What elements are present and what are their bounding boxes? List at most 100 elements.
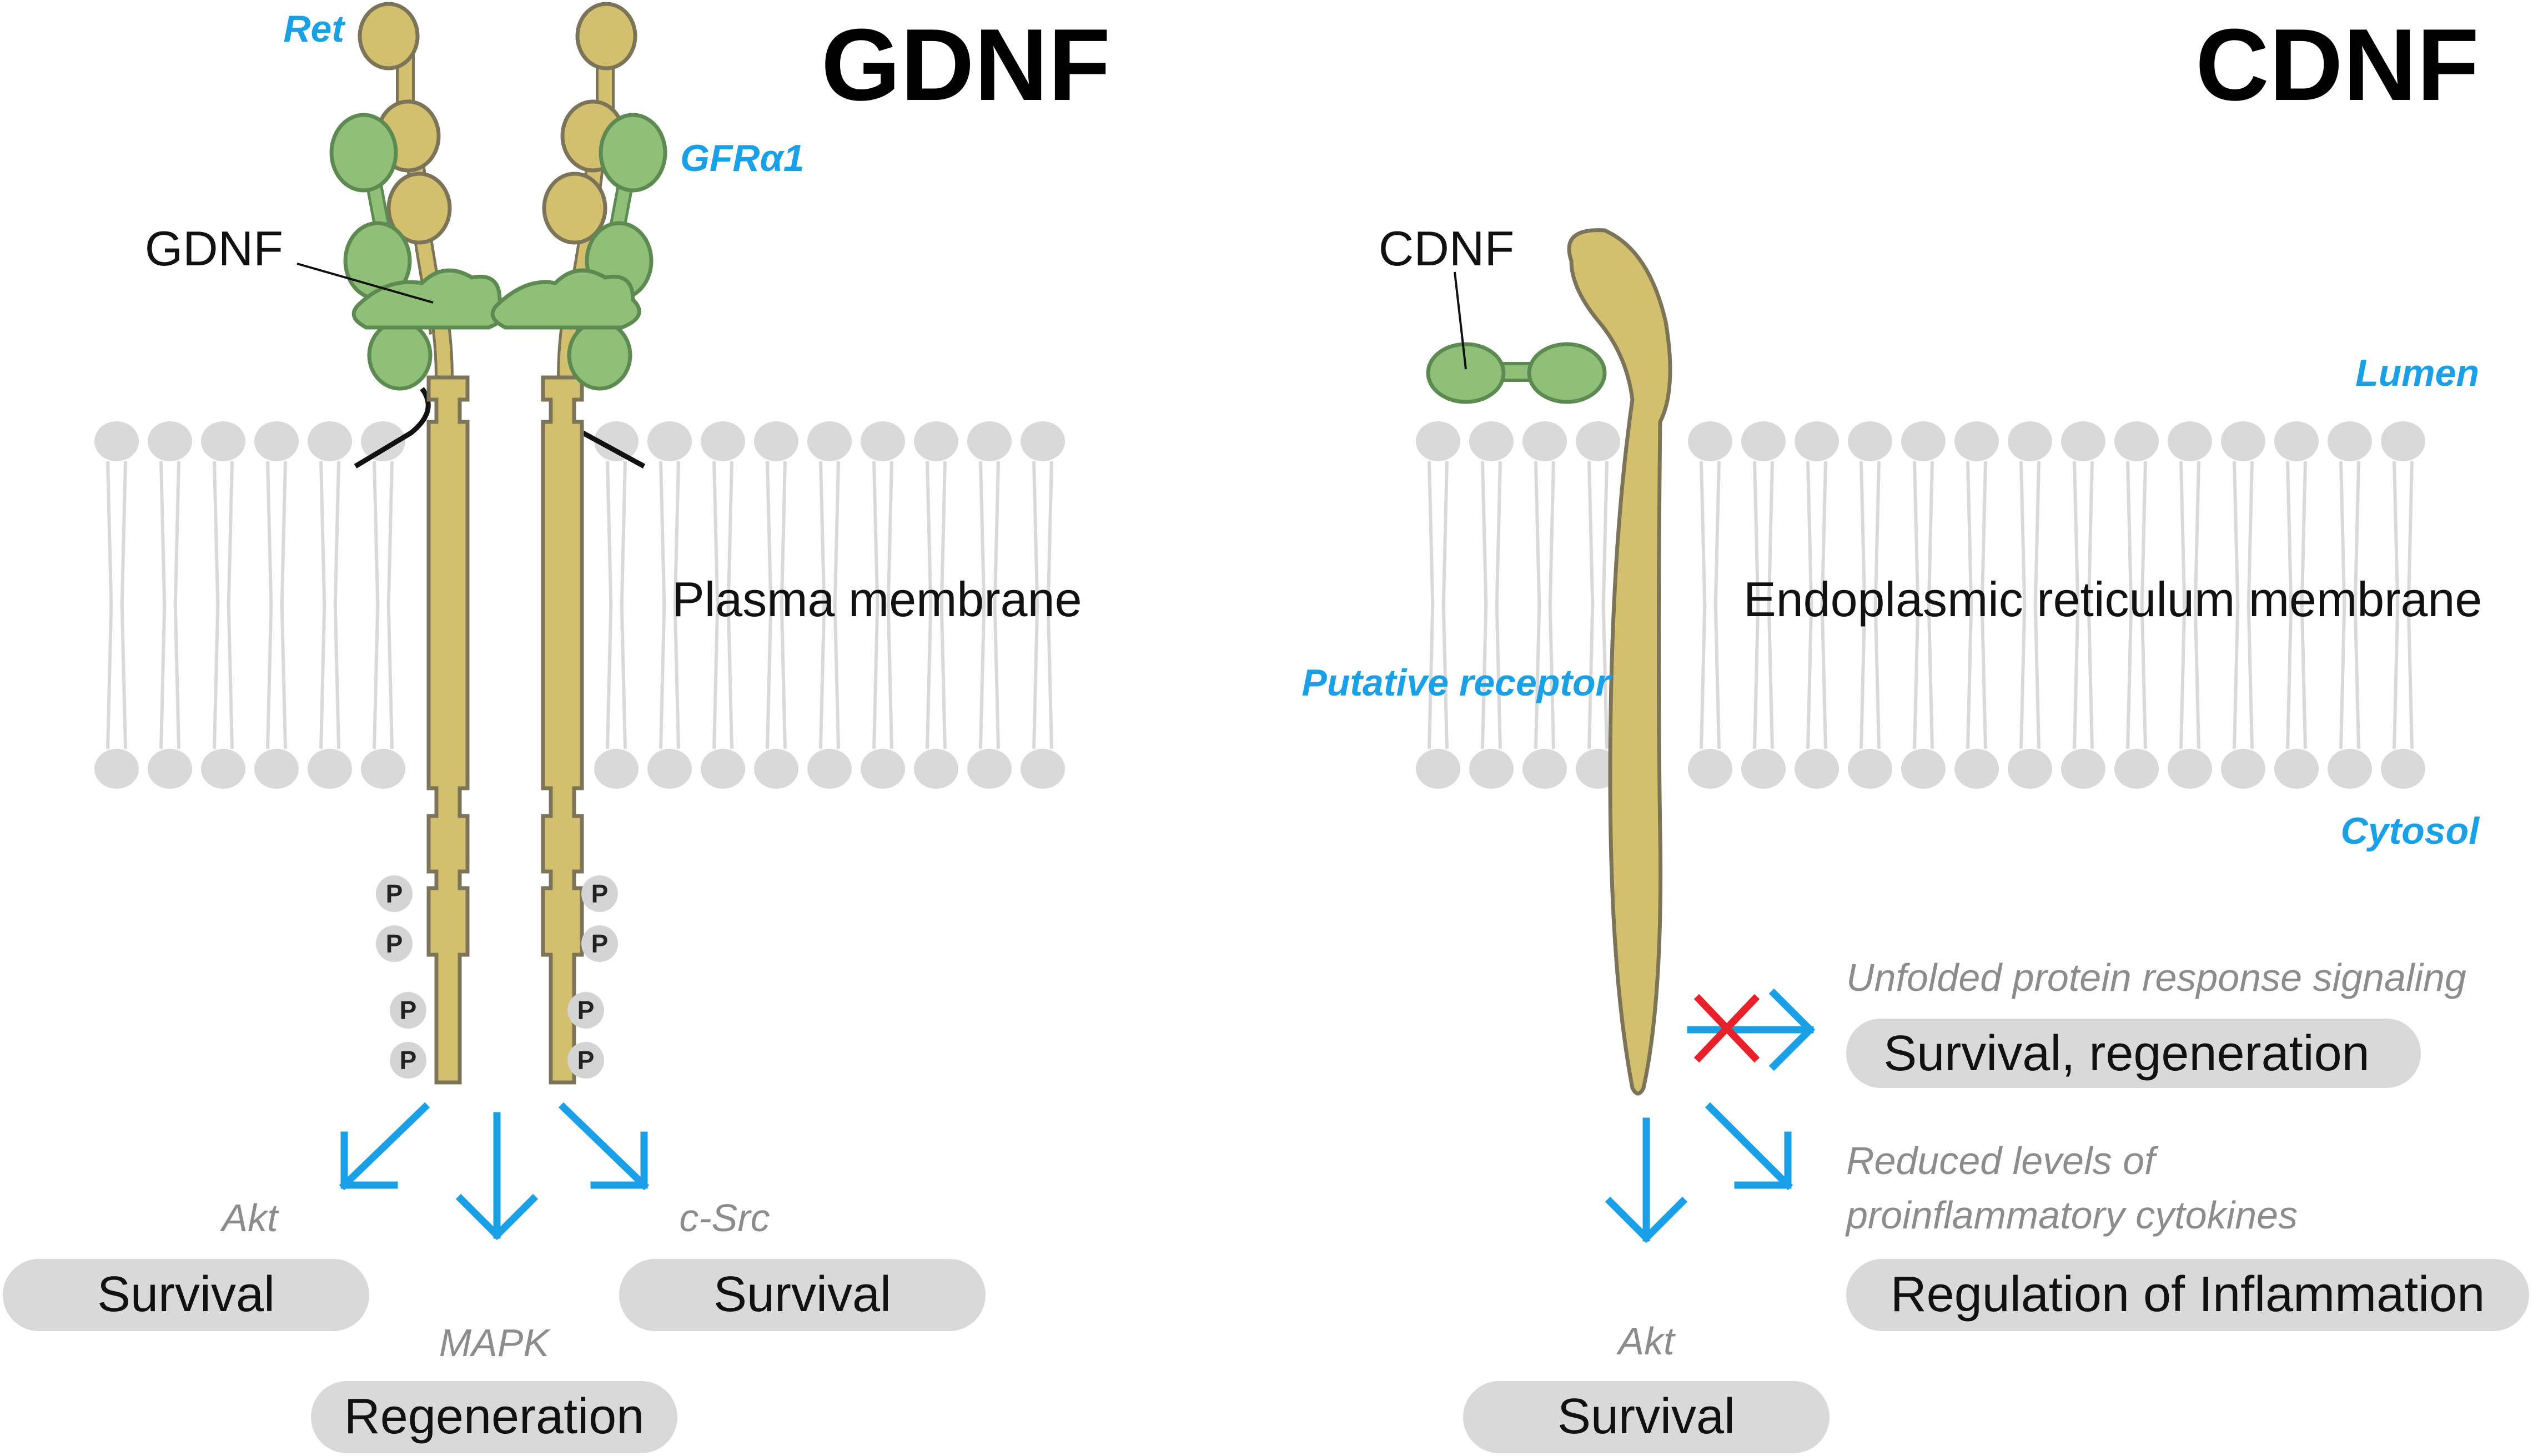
lipid-tail <box>1481 461 1488 608</box>
lipid-tail <box>2193 461 2200 608</box>
lipid-tail <box>780 461 787 608</box>
phosphate-circle <box>390 1042 426 1079</box>
lipid-head <box>701 421 745 461</box>
lipid-head <box>361 749 405 789</box>
lipid-tail <box>2019 461 2027 608</box>
lipid-head <box>94 749 139 789</box>
lipid-tail <box>712 602 720 749</box>
lipid-head <box>1021 749 1065 789</box>
lipid-tail <box>2393 461 2400 608</box>
lipid-head <box>361 421 405 461</box>
survival-regeneration-pill <box>1846 1019 2421 1088</box>
gdnf-panel: P P P P P P P P GDNF Ret GFRα1 GDNF <box>3 2 1110 1453</box>
lipid-head <box>1901 749 1946 789</box>
lipid-tail <box>780 602 787 749</box>
lipid-head <box>967 749 1012 789</box>
lipid-tail <box>280 461 287 608</box>
lipid-tail <box>2406 602 2414 749</box>
lipid-tail <box>1859 461 1867 608</box>
lipid-head <box>2061 749 2105 789</box>
lipid-head <box>1795 749 1839 789</box>
lipid-head <box>2168 749 2212 789</box>
cdnf-title: CDNF <box>2195 7 2479 122</box>
lipid-tail <box>1046 602 1053 749</box>
survival-regeneration-outcome: Survival, regeneration <box>1883 1026 2369 1081</box>
phosphate-label: P <box>386 929 403 958</box>
lipid-head <box>2381 749 2425 789</box>
gfra1-left <box>329 113 433 391</box>
cdnf-pointer-line <box>1454 271 1467 370</box>
lipid-tail <box>1548 602 1555 749</box>
lipid-tail <box>1495 602 1502 749</box>
survival-outcome-left: Survival <box>97 1267 275 1322</box>
lipid-tail <box>872 461 879 608</box>
lipid-tail <box>712 461 720 608</box>
lipid-tail <box>2073 602 2080 749</box>
lipid-head <box>2061 421 2105 461</box>
lipid-tail <box>766 461 773 608</box>
lipid-tail <box>1966 461 1973 608</box>
lipid-head <box>1416 749 1460 789</box>
lipid-tail <box>872 602 879 749</box>
lipid-tail <box>833 602 840 749</box>
lipid-tail <box>993 461 1000 608</box>
lipid-head <box>148 421 192 461</box>
lipid-tail <box>1980 461 1987 608</box>
lipid-tail <box>2140 602 2147 749</box>
lipid-tail <box>1767 461 1774 608</box>
lipid-tail <box>2233 461 2240 608</box>
lipid-head <box>807 749 852 789</box>
lipid-head <box>1469 749 1514 789</box>
lipid-tail <box>2179 461 2187 608</box>
lipid-tail <box>159 602 167 749</box>
lipid-tail <box>2087 602 2094 749</box>
putative-receptor-label: Putative receptor <box>1301 662 1612 704</box>
lipid-head <box>754 421 798 461</box>
lipid-tail <box>1713 602 1721 749</box>
lipid-tail <box>333 602 340 749</box>
upr-arrow <box>1687 988 1816 1071</box>
lipid-tail <box>1495 461 1502 608</box>
lipid-tail <box>2286 461 2293 608</box>
lipid-tail <box>1806 461 1813 608</box>
putative-receptor <box>1567 228 1672 1096</box>
plasma-membrane-label: Plasma membrane <box>672 572 1082 627</box>
lipid-head <box>2328 749 2372 789</box>
lipid-tail <box>1913 461 1920 608</box>
lipid-head <box>967 421 1012 461</box>
phosphate-label: P <box>577 1046 595 1075</box>
phosphate-group-left: P P P P <box>376 875 426 1079</box>
phosphate-label: P <box>400 1046 417 1075</box>
lipid-tail <box>1767 602 1774 749</box>
lipid-head <box>1848 749 1892 789</box>
plasma-membrane-bilayer <box>94 421 1065 789</box>
lipid-tail <box>333 461 340 608</box>
lipid-head <box>914 749 958 789</box>
lipid-tail <box>1441 602 1449 749</box>
lipid-head <box>594 749 639 789</box>
lipid-tail <box>213 461 220 608</box>
inflammation-arrow <box>1705 1102 1793 1191</box>
lipid-head <box>1416 421 1460 461</box>
lipid-head <box>1848 421 1892 461</box>
lipid-head <box>914 421 958 461</box>
lipid-head <box>2274 749 2319 789</box>
lipid-tail <box>1587 461 1595 608</box>
lipid-tail <box>2179 602 2187 749</box>
lipid-tail <box>673 461 680 608</box>
cytosol-label: Cytosol <box>2341 810 2480 852</box>
block-x-icon <box>1693 994 1760 1063</box>
lipid-tail <box>173 602 180 749</box>
lipid-tail <box>1980 602 1987 749</box>
lipid-tail <box>819 461 826 608</box>
lipid-tail <box>2393 602 2400 749</box>
lipid-head <box>1522 749 1567 789</box>
lipid-tail <box>979 602 986 749</box>
phosphate-circle <box>581 925 618 962</box>
lipid-head <box>2221 421 2265 461</box>
lipid-tail <box>2193 602 2200 749</box>
lipid-tail <box>2246 602 2254 749</box>
gfra1-label: GFRα1 <box>680 137 805 179</box>
gdnf-signal-arrows <box>339 1102 650 1241</box>
lipid-tail <box>1481 602 1488 749</box>
